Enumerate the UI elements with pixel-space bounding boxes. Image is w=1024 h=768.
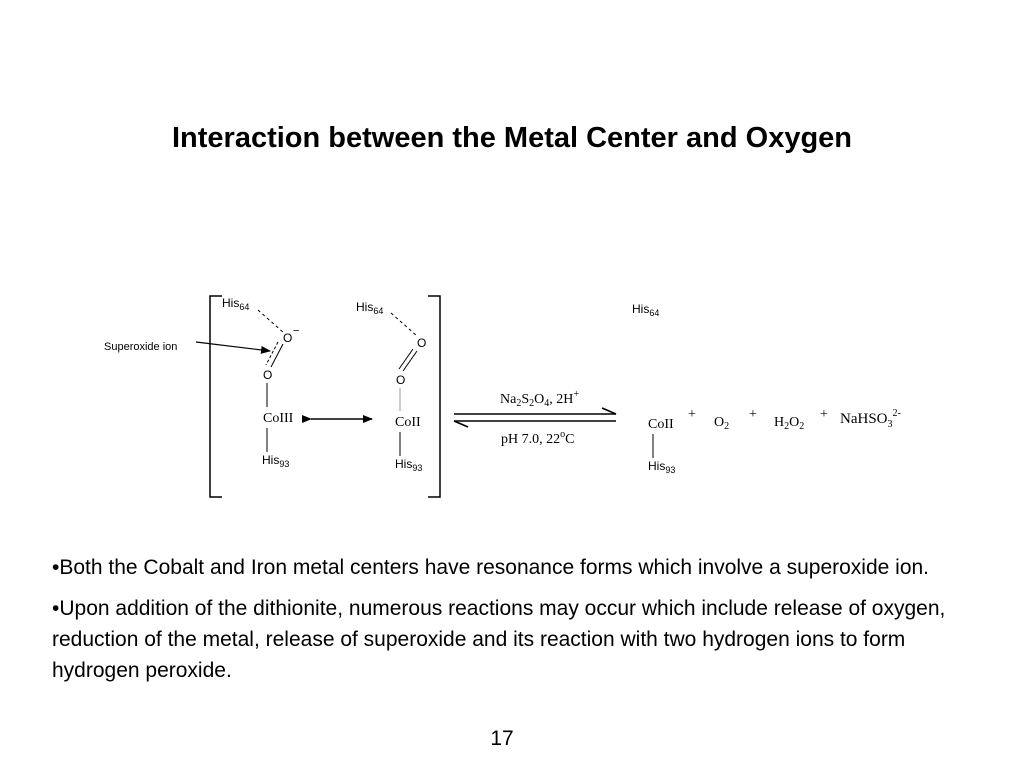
page-number: 17	[490, 727, 514, 750]
equilibrium-arrow	[453, 407, 617, 428]
bullet-list: •Both the Cobalt and Iron metal centers …	[52, 552, 972, 696]
middle-oxygen-top: O	[417, 336, 426, 350]
product-metal: CoII	[648, 417, 674, 432]
plus-sign-3: +	[820, 407, 828, 422]
bullet-item-2: •Upon addition of the dithionite, numero…	[52, 597, 946, 682]
superoxide-label: Superoxide ion	[104, 341, 177, 353]
product-his64-label: His64	[632, 302, 659, 318]
products: His64 CoII His93 + O2 + H2O2 + NaHSO32-	[632, 302, 901, 475]
slide-title: Interaction between the Metal Center and…	[171, 122, 853, 154]
plus-sign-2: +	[749, 407, 757, 422]
left-charge: −	[293, 325, 299, 337]
product-his93-label: His93	[648, 459, 675, 475]
left-oo-bond	[270, 343, 284, 368]
left-his64-label: His64	[222, 296, 249, 312]
middle-his93-label: His93	[395, 457, 422, 473]
middle-oo-double-bond-b	[398, 348, 414, 370]
middle-his64-label: His64	[356, 300, 383, 316]
middle-structure: His64 O O CoII His93	[356, 300, 426, 473]
left-oxygen-top: O	[283, 331, 292, 345]
bullet-item-1: •Both the Cobalt and Iron metal centers …	[52, 556, 930, 579]
middle-oxygen-bottom: O	[396, 373, 405, 387]
reagent-label: Na2S2O4, 2H+	[500, 389, 579, 409]
left-metal: CoIII	[263, 411, 294, 426]
left-structure: His64 O − O CoIII His93	[222, 296, 299, 469]
product-o2: O2	[714, 415, 729, 432]
left-oo-partial-bond	[265, 341, 279, 366]
left-his93-label: His93	[262, 453, 289, 469]
product-h2o2: H2O2	[774, 415, 804, 432]
middle-oo-double-bond-a	[402, 350, 418, 372]
middle-metal: CoII	[395, 415, 421, 430]
left-hbond	[257, 309, 285, 334]
middle-hbond	[390, 312, 418, 337]
left-oxygen-bottom: O	[263, 368, 272, 382]
plus-sign-1: +	[688, 407, 696, 422]
right-bracket	[428, 295, 441, 498]
product-nahso3: NaHSO32-	[840, 408, 901, 430]
annotation-arrow	[195, 341, 271, 354]
left-bracket	[209, 295, 222, 498]
conditions-label: pH 7.0, 22oC	[501, 429, 574, 447]
